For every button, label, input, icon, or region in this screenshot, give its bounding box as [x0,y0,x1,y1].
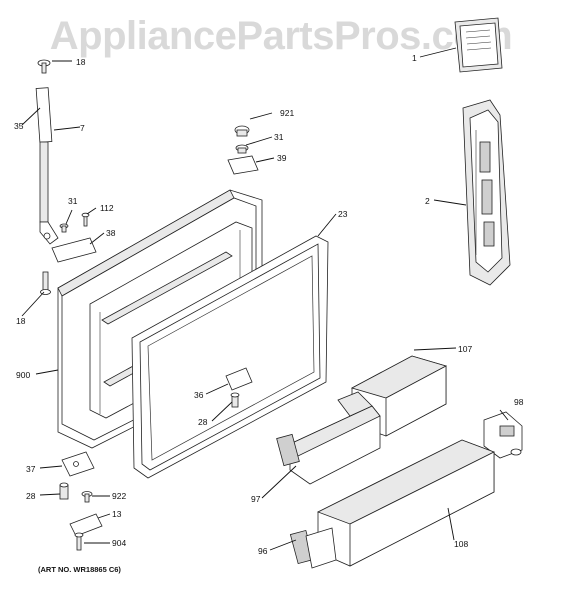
callout-39: 39 [277,153,287,163]
callout-7: 7 [80,123,85,133]
callout-labels: 1 2 7 18 18 23 28 28 31 31 35 36 37 38 3… [14,53,524,556]
callout-31-left: 31 [68,196,78,206]
callout-13: 13 [112,509,122,519]
callout-922: 922 [112,491,126,501]
callout-37: 37 [26,464,36,474]
part-7-hinge-strap [35,87,59,245]
callout-96: 96 [258,546,268,556]
callout-107: 107 [458,344,472,354]
part-18-screw-lower [40,271,51,295]
callout-904: 904 [112,538,126,548]
part-36-28-bottom-hinge [225,367,253,408]
art-number: (ART NO. WR18865 C6) [38,565,121,574]
part-1-manual [454,17,503,73]
part-96-cap [289,527,337,569]
callout-36: 36 [194,390,204,400]
part-2-handle [462,99,511,286]
callout-18-top: 18 [76,57,86,67]
callout-108: 108 [454,539,468,549]
callout-28-door: 28 [198,417,208,427]
callout-38: 38 [106,228,116,238]
callout-28-lower: 28 [26,491,36,501]
callout-31-top: 31 [274,132,284,142]
part-28-922-13-904 [59,482,103,551]
callout-35: 35 [14,121,24,131]
leader-lines [21,47,509,551]
callout-900: 900 [16,370,30,380]
part-23-gasket [131,235,329,479]
callout-112: 112 [100,203,114,213]
callout-23: 23 [338,209,348,219]
callout-1: 1 [412,53,417,63]
callout-921: 921 [280,108,294,118]
callout-98: 98 [514,397,524,407]
part-37-bracket [61,451,95,477]
part-38-shim [51,237,97,263]
part-18-screw-top [37,59,51,74]
part-97-shelf [276,391,381,485]
callout-97: 97 [251,494,261,504]
part-108-long-bin [317,439,495,567]
part-921-31-39-hinge [227,125,259,175]
watermark-logo: AppliancePartsPros.com [49,14,513,58]
part-31-112-left [59,212,90,233]
part-107-bin [350,355,448,437]
callout-2: 2 [425,196,430,206]
callout-18-lower: 18 [16,316,26,326]
part-98-cap [483,411,523,459]
